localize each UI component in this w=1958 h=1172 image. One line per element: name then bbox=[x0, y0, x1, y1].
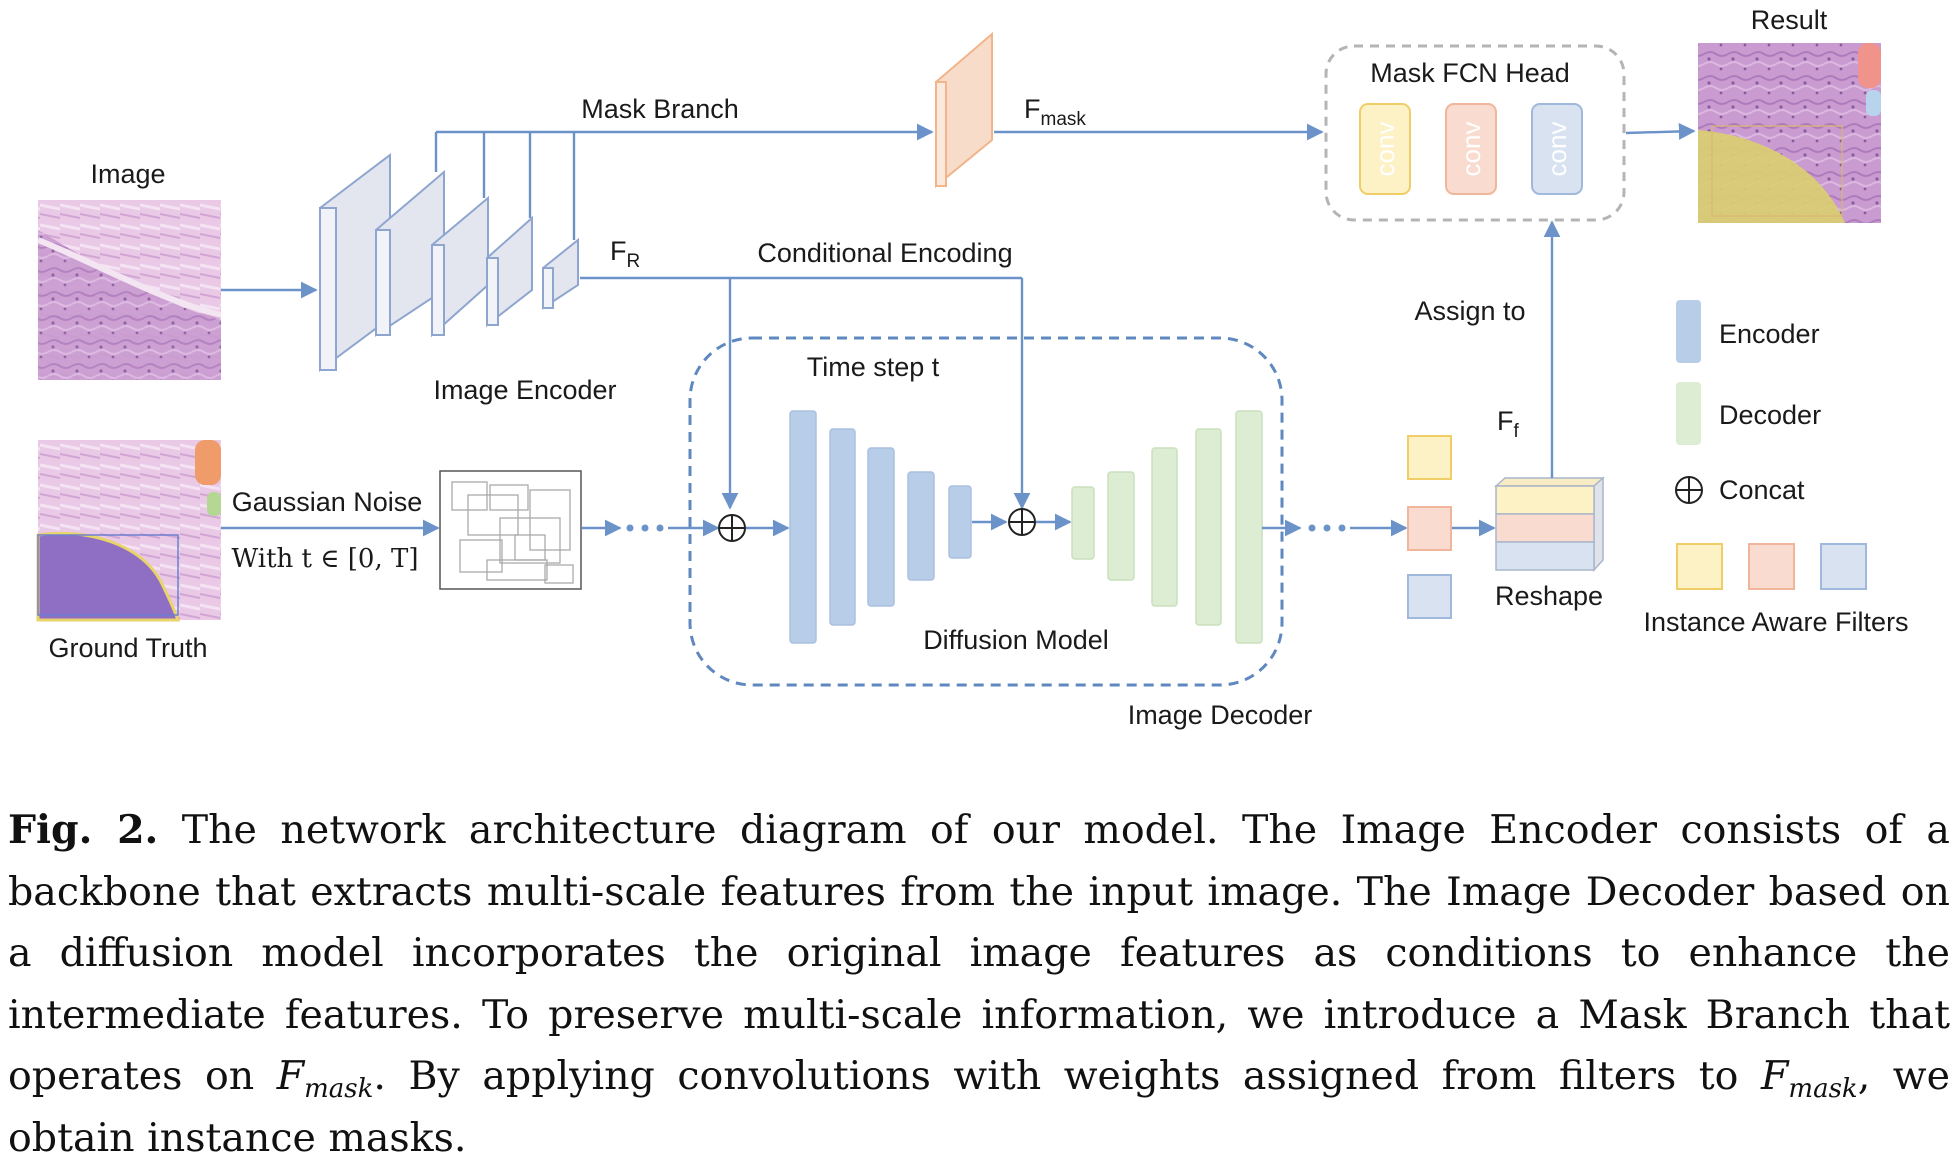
image-decoder-label: Image Decoder bbox=[1128, 700, 1313, 730]
math-f-mask-2: Fmask bbox=[1761, 1053, 1858, 1104]
input-image bbox=[36, 200, 222, 380]
conv-blocks: conv conv conv bbox=[1359, 103, 1583, 195]
assign-to-label: Assign to bbox=[1414, 296, 1525, 326]
legend-instance-filters-label: Instance Aware Filters bbox=[1643, 607, 1908, 637]
figure-caption: Fig. 2. The network architecture diagram… bbox=[8, 800, 1950, 1169]
legend-decoder-swatch bbox=[1676, 382, 1701, 445]
instance-filter-squares bbox=[1407, 435, 1452, 619]
conditional-encoding-label: Conditional Encoding bbox=[757, 238, 1012, 268]
mask-fcn-head-label: Mask FCN Head bbox=[1370, 58, 1570, 88]
legend-encoder-label: Encoder bbox=[1719, 319, 1820, 349]
head-to-result-arrow bbox=[1625, 123, 1696, 140]
figure-number: Fig. 2. bbox=[8, 807, 159, 853]
f-mask-feature bbox=[935, 31, 993, 189]
concat-symbol-2 bbox=[1008, 508, 1036, 536]
image-label: Image bbox=[90, 159, 165, 189]
math-f-mask-1: Fmask bbox=[276, 1053, 374, 1104]
conditional-encoding-path bbox=[580, 276, 1031, 510]
image-encoder bbox=[319, 152, 579, 372]
legend-concat-label: Concat bbox=[1719, 475, 1805, 505]
noisy-mask-box bbox=[439, 470, 582, 590]
diffusion-model-label: Diffusion Model bbox=[923, 625, 1109, 655]
ground-truth-label: Ground Truth bbox=[48, 633, 207, 663]
svg-text:conv: conv bbox=[1542, 122, 1572, 177]
caption-text-1: The network architecture diagram of our … bbox=[8, 807, 1950, 1099]
caption-text-3: , we obtain instance masks. bbox=[8, 1053, 1950, 1161]
gaussian-noise-label: Gaussian Noise bbox=[232, 487, 423, 517]
svg-text:conv: conv bbox=[1370, 122, 1400, 177]
mask-fcn-head-box bbox=[1324, 44, 1626, 222]
diffusion-encoder-blocks bbox=[789, 410, 972, 644]
f-r-label: FR bbox=[610, 236, 640, 272]
reshape-stack bbox=[1494, 476, 1605, 572]
result-label: Result bbox=[1751, 5, 1828, 35]
time-range-label: With t ∈ [0, T] bbox=[232, 544, 419, 574]
legend-concat-icon bbox=[1675, 476, 1703, 504]
reshape-label: Reshape bbox=[1495, 581, 1603, 611]
time-step-label: Time step t bbox=[807, 352, 940, 382]
f-f-label: Ff bbox=[1497, 406, 1520, 442]
architecture-diagram: Image Image Encoder Mask Branch Fmask FR… bbox=[36, 5, 1909, 730]
ground-truth-image bbox=[36, 440, 221, 622]
legend: Encoder Decoder Concat Instance Aware Fi… bbox=[1643, 300, 1909, 637]
mask-branch-label: Mask Branch bbox=[581, 94, 739, 124]
mask-branch-connectors bbox=[434, 123, 934, 240]
diffusion-decoder-blocks bbox=[1071, 410, 1263, 644]
legend-encoder-swatch bbox=[1676, 300, 1701, 363]
f-mask-label: Fmask bbox=[1024, 94, 1086, 130]
concat-symbol-1 bbox=[718, 514, 746, 542]
result-image bbox=[1698, 43, 1881, 223]
noise-to-diffusion-arrow bbox=[582, 519, 720, 537]
decoder-to-filters-arrow bbox=[1262, 519, 1408, 537]
legend-decoder-label: Decoder bbox=[1719, 400, 1821, 430]
caption-text-2: . By applying convolutions with weights … bbox=[373, 1053, 1761, 1099]
image-encoder-label: Image Encoder bbox=[433, 375, 616, 405]
svg-text:conv: conv bbox=[1456, 122, 1486, 177]
